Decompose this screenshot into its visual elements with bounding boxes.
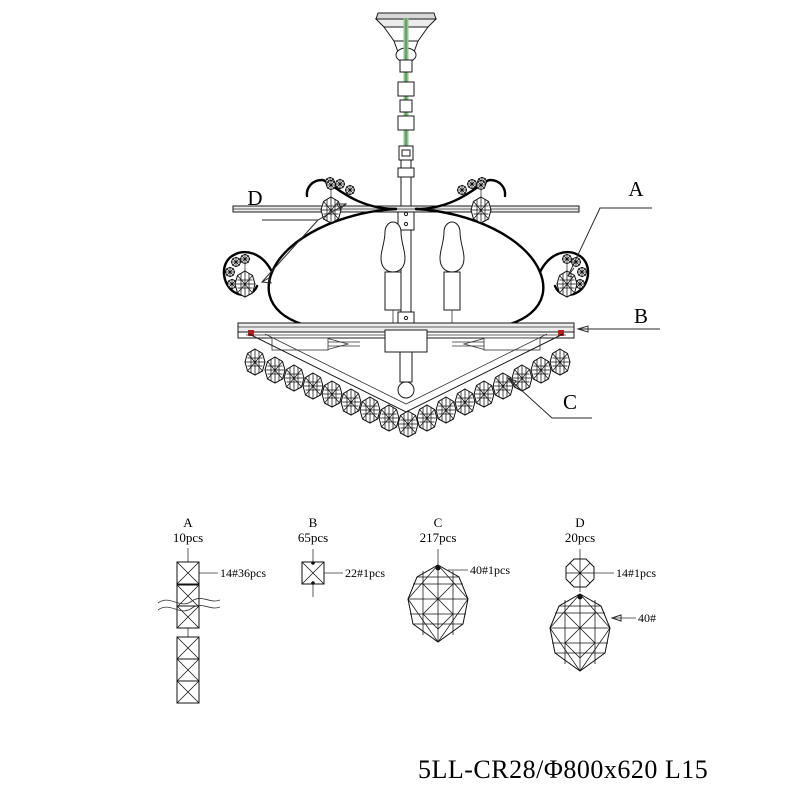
legend-b-bead: [301, 561, 325, 585]
legend-callout-d-2: 40#: [638, 611, 656, 625]
legend-letter-a: A: [183, 515, 193, 530]
chandelier-assembly: A B C D: [222, 12, 660, 438]
legend-count-d: 20pcs: [565, 530, 595, 545]
legend-item-B: B 65pcs 22#1pcs: [298, 515, 385, 597]
legend-letter-b: B: [309, 515, 318, 530]
legend-item-D: D 20pcs 14#1pcs: [549, 515, 656, 672]
legend-count-c: 217pcs: [420, 530, 457, 545]
leader-D: [260, 203, 348, 284]
legend-c-crystal-ball: [407, 564, 469, 643]
legend-letter-c: C: [434, 515, 443, 530]
legend-item-A: A 10pcs 14#36pcs: [157, 515, 266, 704]
callout-label-A: A: [628, 177, 644, 201]
legend-a-break-symbol: [157, 598, 221, 612]
upper-crossbar: [232, 205, 580, 213]
callout-label-D: D: [247, 186, 262, 210]
legend-count-a: 10pcs: [173, 530, 203, 545]
drawing-title: 5LL-CR28/Φ800x620 L15: [418, 755, 708, 784]
suspension-chain: [397, 59, 415, 161]
legend-callout-d-1: 14#1pcs: [616, 566, 656, 580]
legend-callout-a-1: 14#36pcs: [220, 566, 266, 580]
callout-label-B: B: [634, 304, 648, 328]
candle-right: [439, 221, 465, 330]
legend-d-octagon-bead: [565, 558, 595, 588]
leader-C: [506, 376, 592, 419]
legend-count-b: 65pcs: [298, 530, 328, 545]
legend-item-C: C 217pcs 40#1pcs: [407, 515, 510, 643]
leader-A: [567, 207, 652, 278]
parts-legend: A 10pcs 14#36pcs: [157, 515, 656, 704]
leader-B: [576, 325, 660, 333]
arm-crystal-drops: [234, 179, 578, 298]
candle-lamps: [380, 221, 465, 330]
rim-accent-marks: [248, 330, 564, 336]
legend-letter-d: D: [575, 515, 584, 530]
legend-callout-b-1: 22#1pcs: [345, 566, 385, 580]
rim-bar: [237, 322, 575, 399]
legend-d-crystal-ball: [549, 593, 611, 672]
legend-callout-c-1: 40#1pcs: [470, 563, 510, 577]
callout-label-C: C: [563, 390, 577, 414]
callout-leaders: [260, 203, 660, 419]
